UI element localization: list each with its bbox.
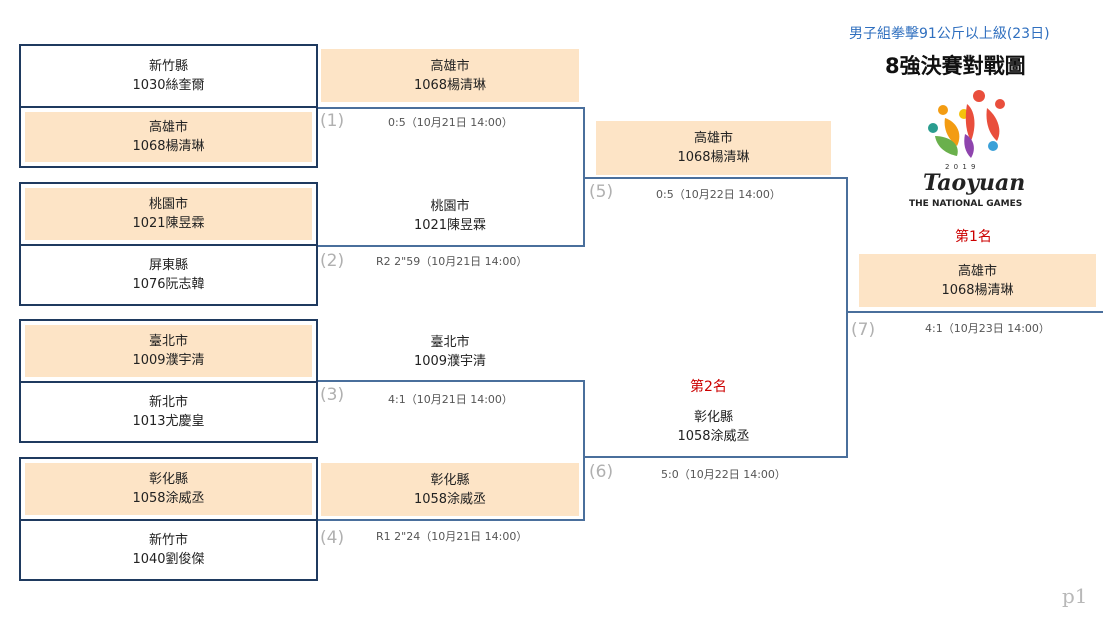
champion-athlete: 1068楊清琳 [941, 282, 1014, 298]
match-number: (2) [320, 251, 345, 271]
match-score: 0:5（10月21日 14:00） [388, 116, 513, 129]
match-number: (4) [320, 528, 345, 548]
qf-winner-athlete: 1009濮宇清 [413, 353, 487, 369]
entrant-athlete: 1030絲奎爾 [132, 78, 205, 93]
first-place-label: 第1名 [955, 229, 992, 245]
bracket-line [318, 107, 584, 109]
qf-winner-box: 高雄市 1068楊清琳 [321, 49, 579, 102]
champion-box: 高雄市 1068楊清琳 [859, 254, 1096, 307]
bracket-line [318, 245, 584, 247]
entrant-box: 高雄市 1068楊清琳 [19, 106, 318, 168]
sf-winner-city: 高雄市 [693, 131, 733, 146]
entrant-box: 臺北市 1009濮宇清 [19, 319, 318, 383]
logo-wordmark: Taoyuan [923, 170, 1026, 196]
qf-winner-box: 桃園市 1021陳昱霖 [321, 189, 579, 242]
entrant-city: 新竹市 [148, 533, 188, 548]
entrant-box: 彰化縣 1058涂威丞 [19, 457, 318, 521]
match-number: (1) [320, 111, 345, 131]
entrant-athlete: 1040劉俊傑 [132, 552, 205, 567]
bracket-title: 8強決賽對戰圖 [885, 54, 1026, 78]
qf-winner-city: 桃園市 [430, 198, 470, 214]
bracket-subtitle: 男子組拳擊91公斤以上級(23日) [849, 26, 1050, 42]
bracket-line [583, 380, 585, 521]
sf-winner-athlete: 1068楊清琳 [677, 150, 750, 165]
entrant-box: 屏東縣 1076阮志韓 [19, 244, 318, 306]
entrant-athlete: 1076阮志韓 [132, 277, 205, 292]
qf-winner-city: 彰化縣 [430, 472, 470, 488]
entrant-athlete: 1009濮宇清 [132, 353, 205, 368]
entrant-city: 新竹縣 [148, 59, 188, 74]
qf-winner-city: 高雄市 [430, 58, 470, 74]
entrant-athlete: 1068楊清琳 [132, 139, 205, 154]
entrant-city: 高雄市 [148, 120, 188, 135]
entrant-box: 新北市 1013尤慶皇 [19, 381, 318, 443]
match-score: 5:0（10月22日 14:00） [661, 468, 786, 481]
entrant-city: 彰化縣 [148, 472, 188, 487]
entrant-athlete: 1021陳昱霖 [132, 216, 205, 231]
sf-winner-box: 彰化縣 1058涂威丞 [596, 400, 831, 454]
qf-winner-athlete: 1021陳昱霖 [413, 217, 487, 233]
bracket-line [318, 380, 584, 382]
entrant-athlete: 1058涂威丞 [132, 491, 205, 506]
match-score: 0:5（10月22日 14:00） [656, 188, 781, 201]
match-score: R1 2"24（10月21日 14:00） [376, 530, 528, 543]
match-score: 4:1（10月23日 14:00） [925, 322, 1050, 335]
sf-winner-city: 彰化縣 [693, 410, 733, 425]
sf-winner-athlete: 1058涂威丞 [677, 429, 750, 444]
bracket-line [846, 311, 1103, 313]
entrant-city: 新北市 [148, 395, 188, 410]
match-number: (5) [589, 182, 614, 202]
qf-winner-box: 臺北市 1009濮宇清 [321, 325, 579, 378]
entrant-athlete: 1013尤慶皇 [132, 414, 205, 429]
match-number: (7) [851, 320, 876, 340]
bracket-line [846, 177, 848, 458]
entrant-city: 屏東縣 [148, 258, 188, 273]
second-place-label: 第2名 [690, 379, 727, 395]
qf-winner-city: 臺北市 [430, 334, 470, 350]
qf-winner-athlete: 1058涂威丞 [413, 491, 487, 507]
entrant-city: 桃園市 [148, 197, 188, 212]
logo-caption: THE NATIONAL GAMES [909, 199, 1023, 209]
games-emblem-icon [928, 90, 1005, 158]
entrant-city: 臺北市 [148, 334, 188, 349]
qf-winner-athlete: 1068楊清琳 [413, 77, 487, 93]
champion-city: 高雄市 [957, 263, 997, 279]
bracket-line [318, 519, 584, 521]
match-score: 4:1（10月21日 14:00） [388, 393, 513, 406]
entrant-box: 新竹市 1040劉俊傑 [19, 519, 318, 581]
games-logo: 2 0 1 9 Taoyuan THE NATIONAL GAMES [905, 86, 1035, 212]
entrant-box: 新竹縣 1030絲奎爾 [19, 44, 318, 108]
match-score: R2 2"59（10月21日 14:00） [376, 255, 528, 268]
bracket-line [584, 456, 848, 458]
logo-year: 2 0 1 9 [945, 163, 977, 171]
entrant-box: 桃園市 1021陳昱霖 [19, 182, 318, 246]
qf-winner-box: 彰化縣 1058涂威丞 [321, 463, 579, 516]
match-number: (6) [589, 462, 614, 482]
page-label: p1 [1062, 584, 1088, 608]
match-number: (3) [320, 385, 345, 405]
sf-winner-box: 高雄市 1068楊清琳 [596, 121, 831, 175]
bracket-line [584, 177, 848, 179]
